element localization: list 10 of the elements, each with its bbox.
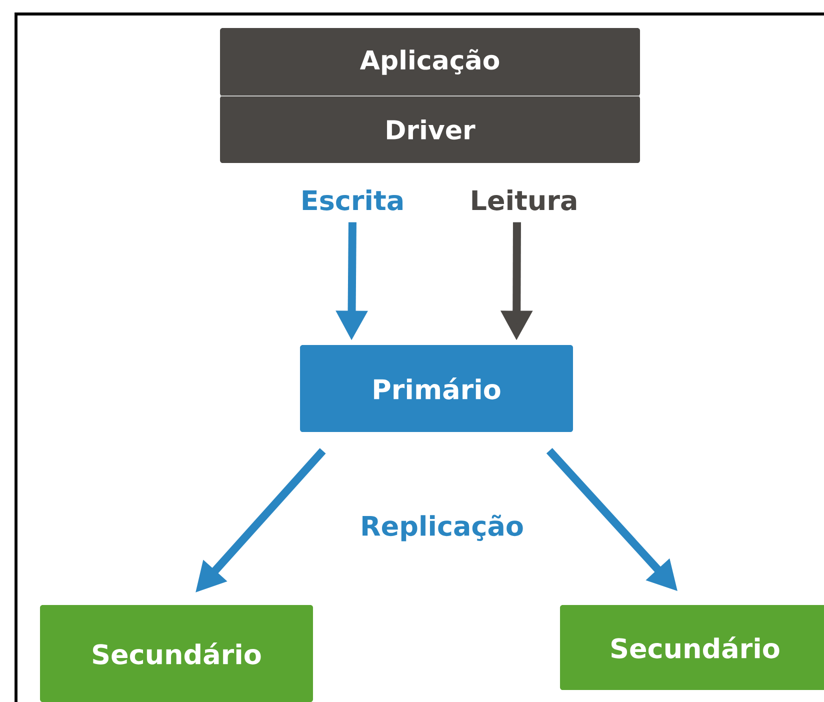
layer-box: Driver: [220, 96, 640, 163]
layer-box: Aplicação: [220, 28, 640, 96]
node-label: Driver: [387, 119, 476, 140]
node-label: Aplicação: [360, 49, 500, 75]
replica-box: Secundário: [560, 605, 824, 690]
flow-label: Escrita: [302, 190, 402, 210]
replica-box: Secundário: [40, 605, 313, 702]
process-box: Primário: [300, 345, 573, 432]
flow-label: Leitura: [472, 190, 576, 210]
replication-label: Replicação: [362, 514, 523, 542]
